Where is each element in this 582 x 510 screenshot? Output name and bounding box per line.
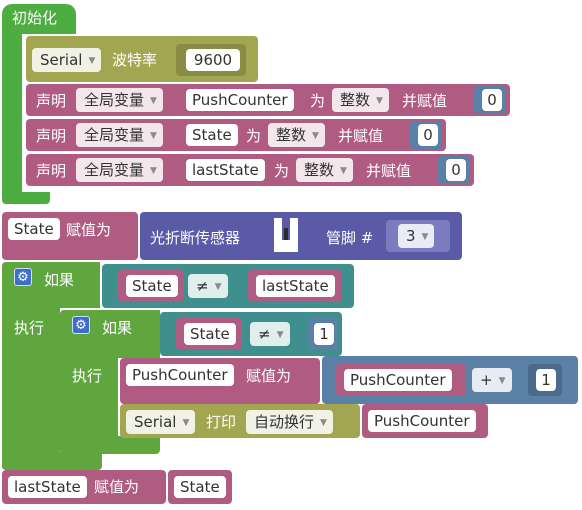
- baud-rate-input[interactable]: 9600: [186, 49, 240, 71]
- do-label: 执行: [14, 319, 45, 337]
- initial-value-input[interactable]: 0: [418, 124, 438, 146]
- serial-port-dropdown[interactable]: Serial▼: [126, 410, 196, 434]
- setup-body-arm: [2, 30, 22, 200]
- if-label: 如果: [102, 319, 133, 337]
- if-inner-foot: [60, 436, 160, 454]
- setup-foot: [2, 192, 50, 204]
- compare-left-var[interactable]: State: [184, 323, 236, 345]
- if-inner-arm: [60, 356, 118, 448]
- assign-label: 并赋值: [338, 127, 384, 145]
- compare-op-dropdown[interactable]: ≠▼: [188, 274, 228, 298]
- chevron-down-icon: ▼: [320, 418, 327, 428]
- chevron-down-icon: ▼: [498, 376, 506, 386]
- setup-hat-block[interactable]: [2, 4, 76, 34]
- initial-value-input[interactable]: 0: [446, 159, 466, 181]
- compare-right-num[interactable]: 1: [314, 323, 334, 345]
- variable-name-input[interactable]: PushCounter: [186, 89, 294, 111]
- declare-prefix: 声明: [36, 162, 67, 180]
- chevron-down-icon: ▼: [150, 166, 157, 176]
- chevron-down-icon: ▼: [214, 282, 222, 292]
- type-dropdown[interactable]: 整数▼: [332, 88, 389, 112]
- variable-name-input[interactable]: lastState: [186, 159, 265, 181]
- assign-label: 赋值为: [66, 221, 112, 239]
- chevron-down-icon: ▼: [88, 56, 96, 66]
- scope-dropdown[interactable]: 全局变量▼: [76, 158, 163, 182]
- assign-label: 并赋值: [366, 162, 412, 180]
- scope-dropdown[interactable]: 全局变量▼: [76, 88, 163, 112]
- chevron-down-icon: ▼: [421, 232, 429, 242]
- compare-right-var[interactable]: lastState: [256, 275, 335, 297]
- assign-var-pushcounter[interactable]: PushCounter: [126, 364, 234, 386]
- if-label: 如果: [44, 271, 75, 289]
- chevron-down-icon: ▼: [150, 96, 157, 106]
- assign-label: 并赋值: [402, 92, 448, 110]
- print-value-var[interactable]: PushCounter: [368, 410, 476, 432]
- assign-label: 赋值为: [246, 367, 292, 385]
- gear-icon[interactable]: ⚙: [14, 268, 32, 286]
- baud-label: 波特率: [112, 51, 158, 69]
- assign-value-var[interactable]: State: [174, 476, 226, 498]
- serial-port-dropdown[interactable]: Serial▼: [32, 48, 102, 72]
- as-label: 为: [310, 92, 326, 110]
- declare-prefix: 声明: [36, 127, 67, 145]
- print-mode-dropdown[interactable]: 自动换行▼: [246, 410, 333, 434]
- type-dropdown[interactable]: 整数▼: [296, 158, 353, 182]
- pin-dropdown[interactable]: 3▼: [398, 224, 435, 248]
- if-outer-arm: [2, 306, 60, 468]
- type-dropdown[interactable]: 整数▼: [268, 123, 325, 147]
- compare-left-var[interactable]: State: [126, 275, 178, 297]
- as-label: 为: [246, 127, 262, 145]
- chevron-down-icon: ▼: [376, 96, 383, 106]
- chevron-down-icon: ▼: [182, 418, 190, 428]
- assign-var-laststate[interactable]: lastState: [8, 476, 87, 498]
- compare-op-dropdown[interactable]: ≠▼: [250, 322, 290, 346]
- assign-label: 赋值为: [94, 478, 140, 496]
- scope-dropdown[interactable]: 全局变量▼: [76, 123, 163, 147]
- chevron-down-icon: ▼: [276, 330, 284, 340]
- variable-name-input[interactable]: State: [186, 124, 238, 146]
- initial-value-input[interactable]: 0: [482, 89, 502, 111]
- do-label: 执行: [72, 367, 103, 385]
- pin-label: 管脚 #: [326, 229, 374, 247]
- sensor-label: 光折断传感器: [150, 229, 241, 247]
- chevron-down-icon: ▼: [150, 131, 157, 141]
- chevron-down-icon: ▼: [312, 131, 319, 141]
- math-op-dropdown[interactable]: +▼: [472, 368, 512, 392]
- print-label: 打印: [206, 413, 237, 431]
- gear-icon[interactable]: ⚙: [72, 316, 90, 334]
- chevron-down-icon: ▼: [340, 166, 347, 176]
- as-label: 为: [274, 162, 290, 180]
- declare-prefix: 声明: [36, 92, 67, 110]
- slot-sensor-icon: [274, 218, 298, 252]
- assign-var-state[interactable]: State: [8, 218, 60, 240]
- if-outer-foot: [2, 452, 102, 470]
- math-left-var[interactable]: PushCounter: [344, 369, 452, 391]
- setup-title: 初始化: [12, 9, 58, 27]
- math-right-num[interactable]: 1: [536, 369, 556, 391]
